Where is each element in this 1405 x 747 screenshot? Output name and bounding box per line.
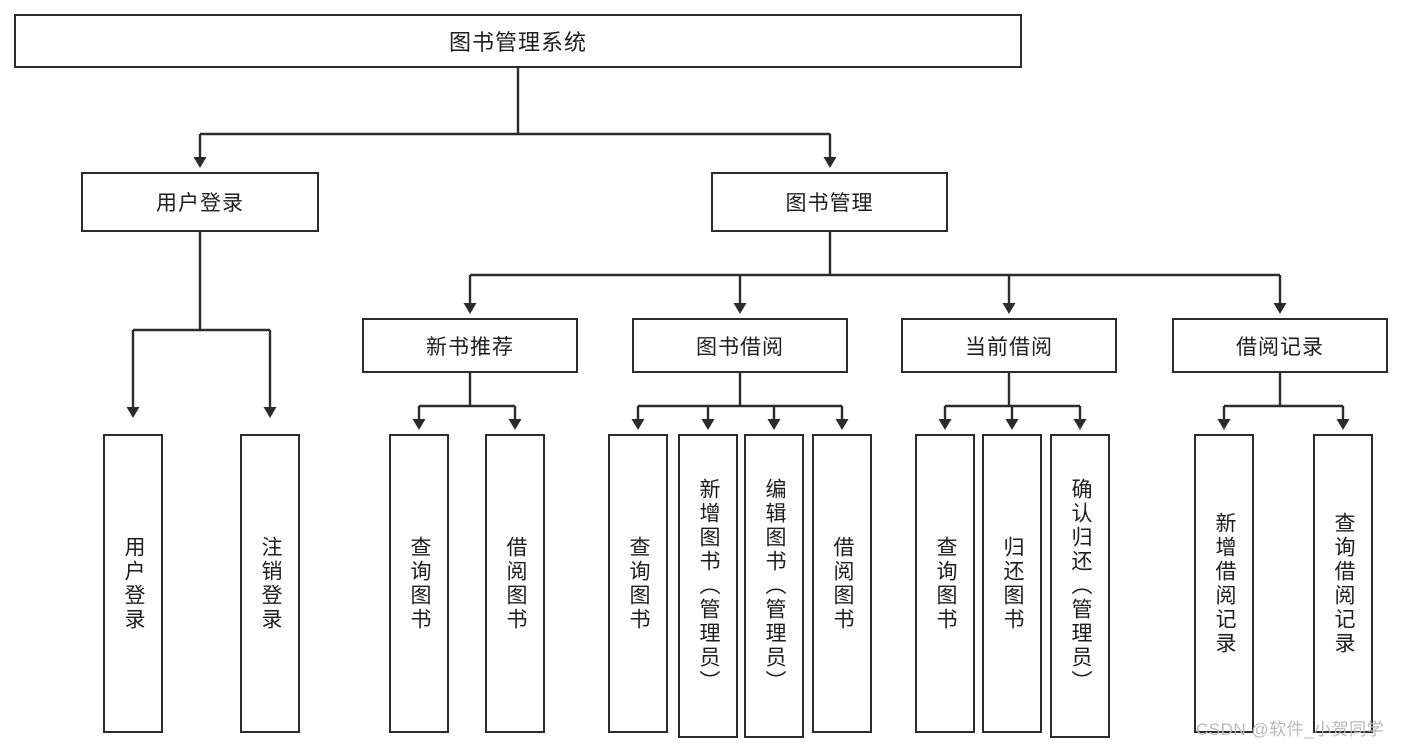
- node-label: 查询图书: [934, 535, 958, 632]
- leaf-user-login-logout[interactable]: 注销登录: [240, 434, 300, 733]
- leaf-current-borrow-confirm-return[interactable]: 确认归还（管理员）: [1050, 434, 1110, 738]
- leaf-borrow-record-query-record[interactable]: 查询借阅记录: [1313, 434, 1373, 733]
- node-book-borrow[interactable]: 图书借阅: [632, 318, 848, 373]
- leaf-book-borrow-query-book[interactable]: 查询图书: [608, 434, 668, 733]
- node-label: 新增借阅记录: [1213, 511, 1237, 656]
- node-label: 图书管理系统: [448, 30, 587, 55]
- node-label: 用户登录: [122, 535, 146, 632]
- node-label: 借阅记录: [1236, 335, 1324, 359]
- node-label: 确认归还（管理员）: [1069, 478, 1093, 694]
- node-current-borrow[interactable]: 当前借阅: [901, 318, 1117, 373]
- leaf-borrow-record-add-record[interactable]: 新增借阅记录: [1194, 434, 1254, 733]
- node-label: 图书借阅: [696, 335, 784, 359]
- leaf-current-borrow-query-book[interactable]: 查询图书: [915, 434, 975, 733]
- node-label: 图书管理: [785, 192, 874, 215]
- node-label: 查询图书: [408, 535, 432, 632]
- node-label: 新书推荐: [426, 335, 514, 359]
- node-label: 用户登录: [156, 192, 244, 215]
- node-label: 归还图书: [1001, 535, 1025, 632]
- node-new-book-recommend[interactable]: 新书推荐: [362, 318, 578, 373]
- leaf-book-borrow-edit-book[interactable]: 编辑图书（管理员）: [744, 434, 804, 738]
- leaf-current-borrow-return-book[interactable]: 归还图书: [982, 434, 1042, 733]
- node-label: 编辑图书（管理员）: [763, 478, 787, 694]
- node-label: 查询图书: [627, 535, 651, 632]
- node-borrow-record[interactable]: 借阅记录: [1172, 318, 1388, 373]
- node-label: 借阅图书: [504, 535, 528, 632]
- node-label: 新增图书（管理员）: [697, 478, 721, 694]
- csdn-watermark: CSDN @软件_小贺同学: [1196, 720, 1385, 739]
- node-book-management[interactable]: 图书管理: [711, 172, 948, 232]
- leaf-new-book-borrow-book[interactable]: 借阅图书: [485, 434, 545, 733]
- leaf-book-borrow-borrow-book[interactable]: 借阅图书: [812, 434, 872, 733]
- node-label: 查询借阅记录: [1332, 511, 1356, 656]
- node-label: 注销登录: [259, 535, 283, 632]
- node-user-login[interactable]: 用户登录: [81, 172, 319, 232]
- leaf-book-borrow-add-book[interactable]: 新增图书（管理员）: [678, 434, 738, 738]
- node-label: 借阅图书: [831, 535, 855, 632]
- leaf-new-book-query-book[interactable]: 查询图书: [389, 434, 449, 733]
- node-root-system[interactable]: 图书管理系统: [14, 14, 1022, 68]
- node-label: 当前借阅: [965, 335, 1053, 359]
- leaf-user-login-login[interactable]: 用户登录: [103, 434, 163, 733]
